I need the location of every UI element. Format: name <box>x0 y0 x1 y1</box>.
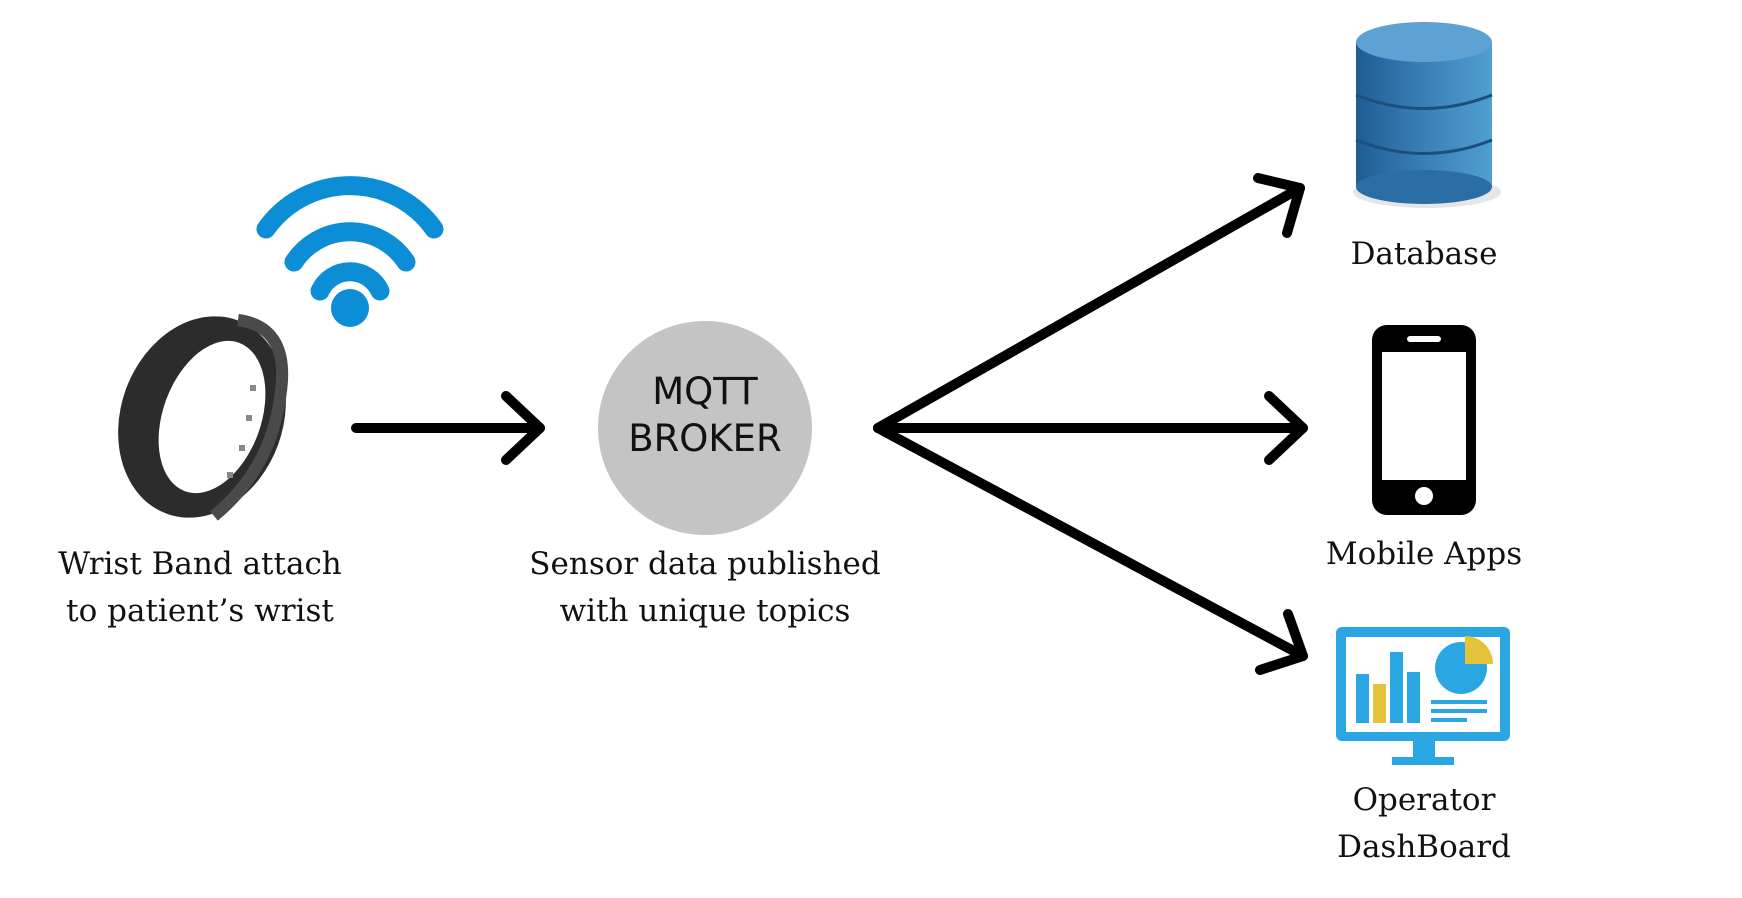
mqtt-broker-label: MQTT BROKER <box>598 368 812 462</box>
wristband-caption-line2: to patient’s wrist <box>66 593 334 629</box>
arrow-band-to-broker <box>351 391 545 465</box>
database-icon <box>1353 22 1501 208</box>
wristband-caption: Wrist Band attach to patient’s wrist <box>30 541 370 635</box>
dashboard-label-line2: DashBoard <box>1337 829 1511 865</box>
dashboard-label: Operator DashBoard <box>1304 777 1544 871</box>
dashboard-label-line1: Operator <box>1352 782 1496 818</box>
broker-line1: MQTT <box>652 370 758 413</box>
broker-line2: BROKER <box>628 417 782 460</box>
arrow-broker-to-database <box>873 173 1305 433</box>
arrow-broker-to-mobile <box>873 391 1308 465</box>
mobile-phone-icon <box>1372 325 1476 515</box>
wristband-caption-line1: Wrist Band attach <box>58 546 342 582</box>
monitor-dashboard-icon <box>1336 627 1510 765</box>
broker-caption-line2: with unique topics <box>559 593 851 629</box>
wifi-icon <box>256 176 444 327</box>
mobile-apps-label: Mobile Apps <box>1325 536 1523 572</box>
broker-caption-line1: Sensor data published <box>529 546 881 582</box>
mqtt-broker-circle <box>598 321 812 535</box>
broker-caption: Sensor data published with unique topics <box>510 541 900 635</box>
wristband-icon <box>118 314 289 521</box>
database-label: Database <box>1350 236 1498 272</box>
arrow-broker-to-dashboard <box>873 423 1308 675</box>
